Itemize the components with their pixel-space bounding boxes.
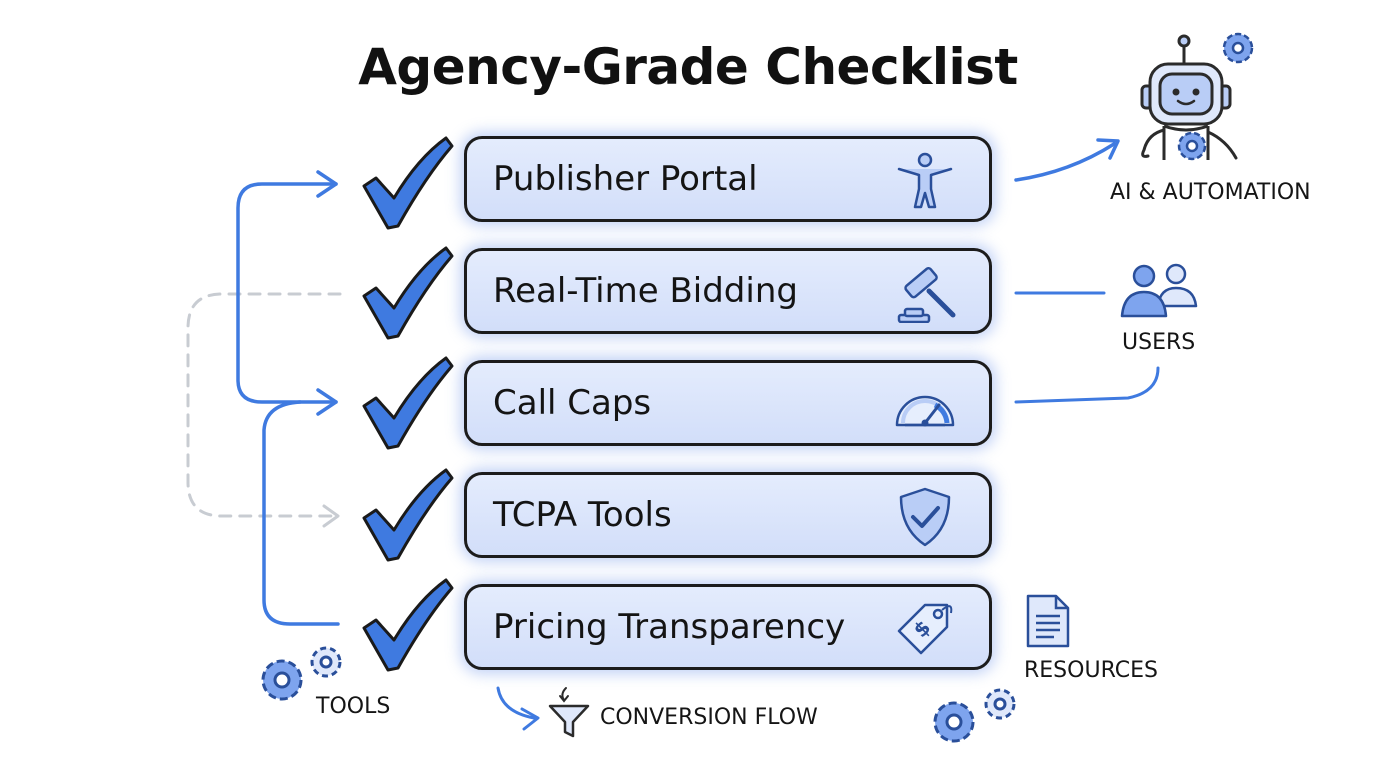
gear-icon <box>310 646 342 678</box>
item-label: Pricing Transparency <box>493 607 846 647</box>
checklist-item-call-caps[interactable]: Call Caps <box>464 360 992 446</box>
check-icon <box>362 356 454 450</box>
blue-connector-bottom <box>262 400 340 626</box>
blue-connector-top <box>236 182 338 404</box>
arrow-to-ai <box>1014 142 1116 182</box>
arrowhead-callcaps <box>316 388 338 416</box>
arrowhead-portal <box>316 170 338 198</box>
gears-icon <box>933 688 1016 743</box>
conversion-arrowhead <box>520 707 540 731</box>
users-label: USERS <box>1122 330 1196 355</box>
item-label: Real-Time Bidding <box>493 271 798 311</box>
gear-icon <box>984 688 1016 720</box>
tools-label: TOOLS <box>316 694 391 719</box>
line-from-users <box>1014 366 1160 404</box>
checklist-item-tcpa-tools[interactable]: TCPA Tools <box>464 472 992 558</box>
price-tag-icon: $ <box>897 603 953 655</box>
check-icon <box>362 578 454 672</box>
gear-icon <box>1177 131 1207 161</box>
gear-icon <box>1222 32 1254 64</box>
arrowhead-ai <box>1096 138 1120 160</box>
page-title: Agency-Grade Checklist <box>358 38 1018 96</box>
checklist-item-publisher-portal[interactable]: Publisher Portal <box>464 136 992 222</box>
item-label: TCPA Tools <box>493 495 672 535</box>
shield-check-icon <box>899 487 951 547</box>
gavel-icon <box>897 267 956 323</box>
ai-automation-label: AI & AUTOMATION <box>1110 180 1311 205</box>
funnel-icon <box>548 687 590 738</box>
gear-icon <box>933 701 975 743</box>
conversion-flow-label: CONVERSION FLOW <box>600 705 818 730</box>
tools-gears-icon <box>261 646 342 701</box>
resources-label: RESOURCES <box>1024 658 1158 683</box>
users-icon <box>1120 263 1198 318</box>
check-icon <box>362 136 454 230</box>
checklist-item-pricing-transparency[interactable]: Pricing Transparency $ <box>464 584 992 670</box>
conversion-arrow <box>496 686 536 720</box>
gauge-icon <box>895 395 955 427</box>
document-icon <box>1026 594 1070 648</box>
gear-icon <box>261 659 303 701</box>
dashed-connector <box>186 292 342 518</box>
check-icon <box>362 468 454 562</box>
dashed-arrowhead <box>322 504 340 528</box>
checklist-item-real-time-bidding[interactable]: Real-Time Bidding <box>464 248 992 334</box>
item-label: Publisher Portal <box>493 159 758 199</box>
person-icon <box>897 152 953 209</box>
robot-icon <box>1140 32 1254 161</box>
check-icon <box>362 246 454 340</box>
item-label: Call Caps <box>493 383 652 423</box>
